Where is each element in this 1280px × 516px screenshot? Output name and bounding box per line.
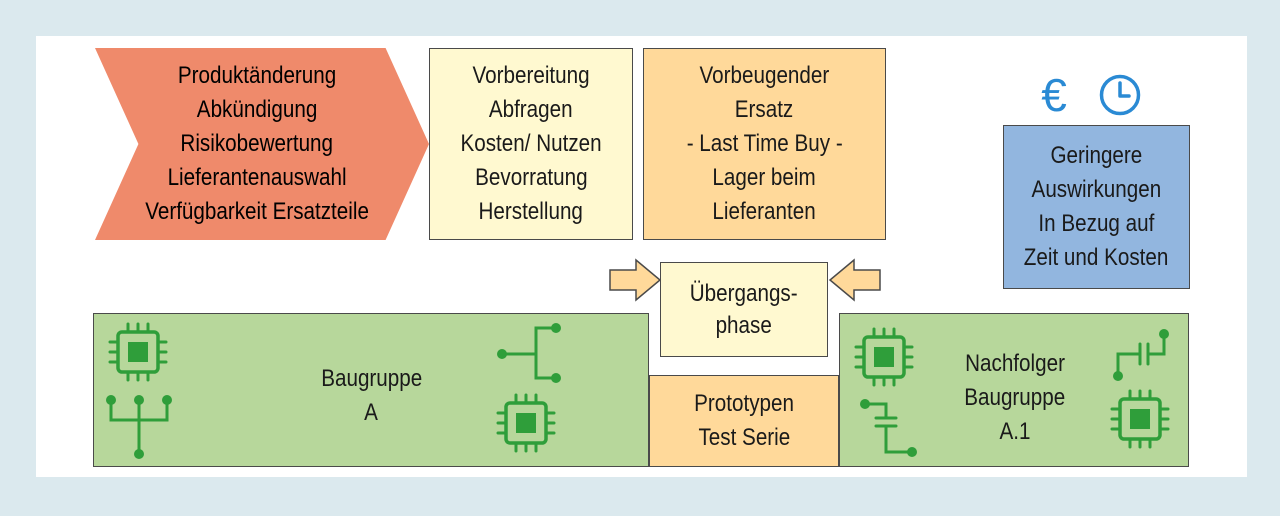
preparation-line: Herstellung	[478, 198, 584, 225]
capacitor-trace-icon	[860, 399, 917, 457]
chip-icon	[106, 320, 170, 384]
capacitor-trace-icon	[1113, 329, 1169, 381]
arrow-right-icon	[609, 258, 662, 302]
trigger-line: Produktänderung	[177, 62, 337, 89]
prototype-line: Prototypen	[694, 390, 794, 417]
prototype-line: Test Serie	[698, 424, 790, 451]
euro-icon: €	[1036, 70, 1072, 120]
chip-icon	[1108, 387, 1172, 451]
preparation-line: Kosten/ Nutzen	[460, 130, 602, 157]
transition-line: Übergangs-	[690, 279, 798, 307]
prototype-box: Prototypen Test Serie	[649, 375, 839, 467]
assembly-a-line: Baugruppe	[321, 365, 422, 392]
chip-icon	[494, 391, 558, 455]
replacement-line: Ersatz	[735, 96, 794, 123]
impact-line: Geringere	[1050, 142, 1143, 169]
change-trigger-chevron: Produktänderung Abkündigung Risikobewert…	[95, 48, 429, 240]
circuit-branch-icon	[497, 323, 561, 383]
preparation-line: Bevorratung	[474, 164, 588, 191]
euro-icon-glyph: €	[1041, 69, 1067, 121]
successor-line: Baugruppe	[964, 384, 1066, 411]
impact-box: Geringere Auswirkungen In Bezug auf Zeit…	[1003, 125, 1190, 289]
assembly-a-box: Baugruppe A	[93, 313, 649, 467]
chip-icon	[852, 325, 916, 389]
trigger-line: Lieferantenauswahl	[167, 164, 347, 191]
replacement-line: Lager beim	[712, 164, 817, 191]
transition-box: Übergangs- phase	[660, 262, 828, 357]
successor-line: Nachfolger	[965, 350, 1065, 377]
preparation-box: Vorbereitung Abfragen Kosten/ Nutzen Bev…	[429, 48, 633, 240]
preparation-line: Abfragen	[489, 96, 573, 123]
successor-line: A.1	[999, 418, 1031, 445]
assembly-a-line: A	[364, 399, 379, 426]
preparation-line: Vorbereitung	[472, 62, 590, 89]
circuit-fork-icon	[106, 395, 172, 459]
transition-line: phase	[715, 311, 773, 339]
trigger-line: Risikobewertung	[180, 130, 334, 157]
impact-line: In Bezug auf	[1038, 210, 1155, 237]
replacement-line: - Last Time Buy -	[686, 130, 843, 157]
impact-line: Auswirkungen	[1031, 176, 1162, 203]
replacement-line: Lieferanten	[712, 198, 817, 225]
trigger-line: Abkündigung	[196, 96, 318, 123]
arrow-left-icon	[828, 258, 881, 302]
impact-line: Zeit und Kosten	[1024, 244, 1169, 271]
replacement-box: Vorbeugender Ersatz - Last Time Buy - La…	[643, 48, 886, 240]
trigger-line: Verfügbarkeit Ersatzteile	[145, 198, 369, 225]
replacement-line: Vorbeugender	[699, 62, 830, 89]
clock-icon	[1099, 74, 1141, 116]
